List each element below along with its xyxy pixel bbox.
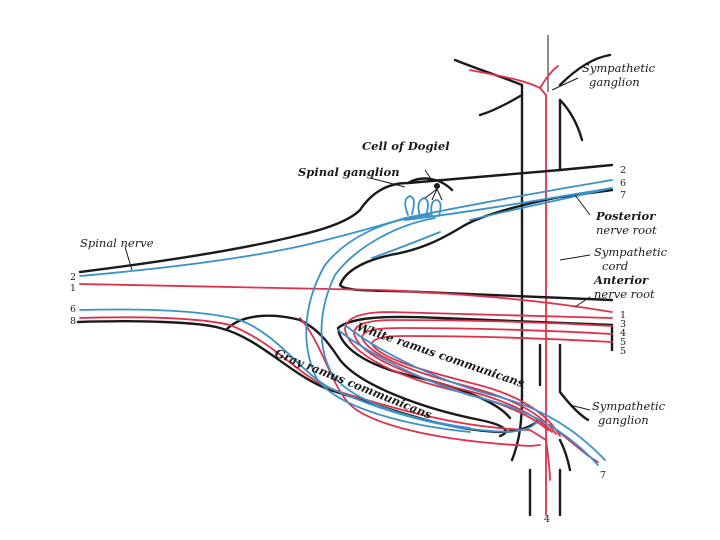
num-anterior-4: 4 [620,328,626,339]
num-left-6: 6 [70,304,76,315]
afferent-fibers [79,179,613,466]
num-left-2: 2 [70,272,76,283]
label-sympathetic-ganglion-top-2: ganglion [589,75,640,89]
num-posterior-7: 7 [620,190,626,201]
num-bottom-4: 4 [544,514,550,525]
ganglion-cells [404,169,443,217]
label-posterior-root-2: nerve root [596,223,657,237]
num-bottom-right-7: 7 [600,470,606,481]
num-left-1: 1 [70,283,76,294]
num-posterior-2: 2 [620,165,626,176]
label-sympathetic-ganglion-bottom-1: Sympathetic [592,399,666,413]
num-anterior-3: 3 [620,319,626,330]
label-posterior-root-1: Posterior [595,209,656,223]
num-anterior-5a: 5 [620,337,626,348]
leader-lines [124,77,591,411]
label-spinal-nerve: Spinal nerve [80,236,154,250]
label-anterior-root-1: Anterior [593,273,649,287]
dogiel-cell-body [434,183,440,189]
num-anterior-1: 1 [620,310,626,321]
cord-fiber [469,69,547,516]
label-sympathetic-cord-1: Sympathetic [594,245,668,259]
label-sympathetic-cord-2: cord [602,259,628,273]
label-anterior-root-2: nerve root [594,287,655,301]
posterior-root-outline [388,163,614,257]
label-sympathetic-ganglion-bottom-2: ganglion [598,413,649,427]
spinal-ganglion-outline [358,177,454,212]
label-sympathetic-ganglion-top-1: Sympathetic [582,61,656,75]
label-cell-of-dogiel: Cell of Dogiel [362,139,450,153]
label-spinal-ganglion: Spinal ganglion [298,165,400,179]
cord-fiber-upper [539,65,559,89]
label-gray-ramus: Gray ramus communicans [273,346,434,422]
sympathetic-cord-outline [453,35,612,517]
num-posterior-6: 6 [620,178,626,189]
num-left-8: 8 [70,316,76,327]
num-anterior-5b: 5 [620,346,626,357]
